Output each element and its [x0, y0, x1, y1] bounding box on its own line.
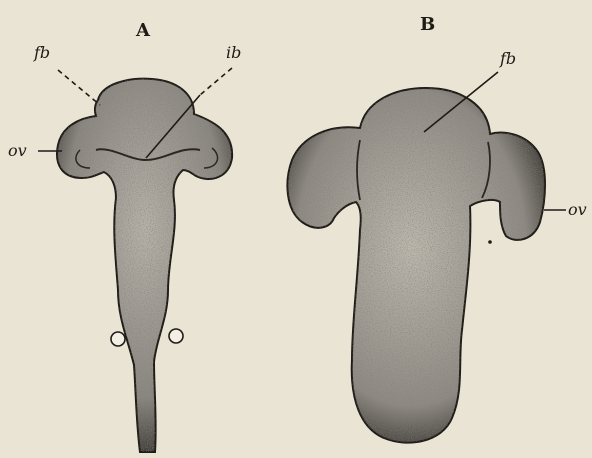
leader-a-fb-dashed — [58, 70, 100, 105]
embryo-a-left-pit — [111, 332, 125, 346]
label-a-ov: ov — [8, 141, 27, 160]
label-a-fb: fb — [33, 43, 50, 62]
label-a-ib: ib — [226, 43, 241, 62]
panel-b-letter: B — [420, 14, 435, 35]
embryo-b — [287, 88, 545, 443]
embryo-a — [57, 79, 232, 452]
label-b-ov: ov — [568, 200, 587, 219]
label-b-fb: fb — [499, 49, 516, 68]
embryo-a-right-pit — [169, 329, 183, 343]
embryo-b-dot — [488, 240, 492, 244]
embryo-a-stipple — [57, 79, 232, 452]
panel-b: B fb ov — [287, 14, 586, 443]
panel-a: A fb ib ov — [8, 20, 241, 452]
leader-a-ib-dashed — [200, 68, 232, 95]
embryo-b-stipple — [287, 88, 545, 443]
panel-a-letter: A — [135, 20, 151, 41]
